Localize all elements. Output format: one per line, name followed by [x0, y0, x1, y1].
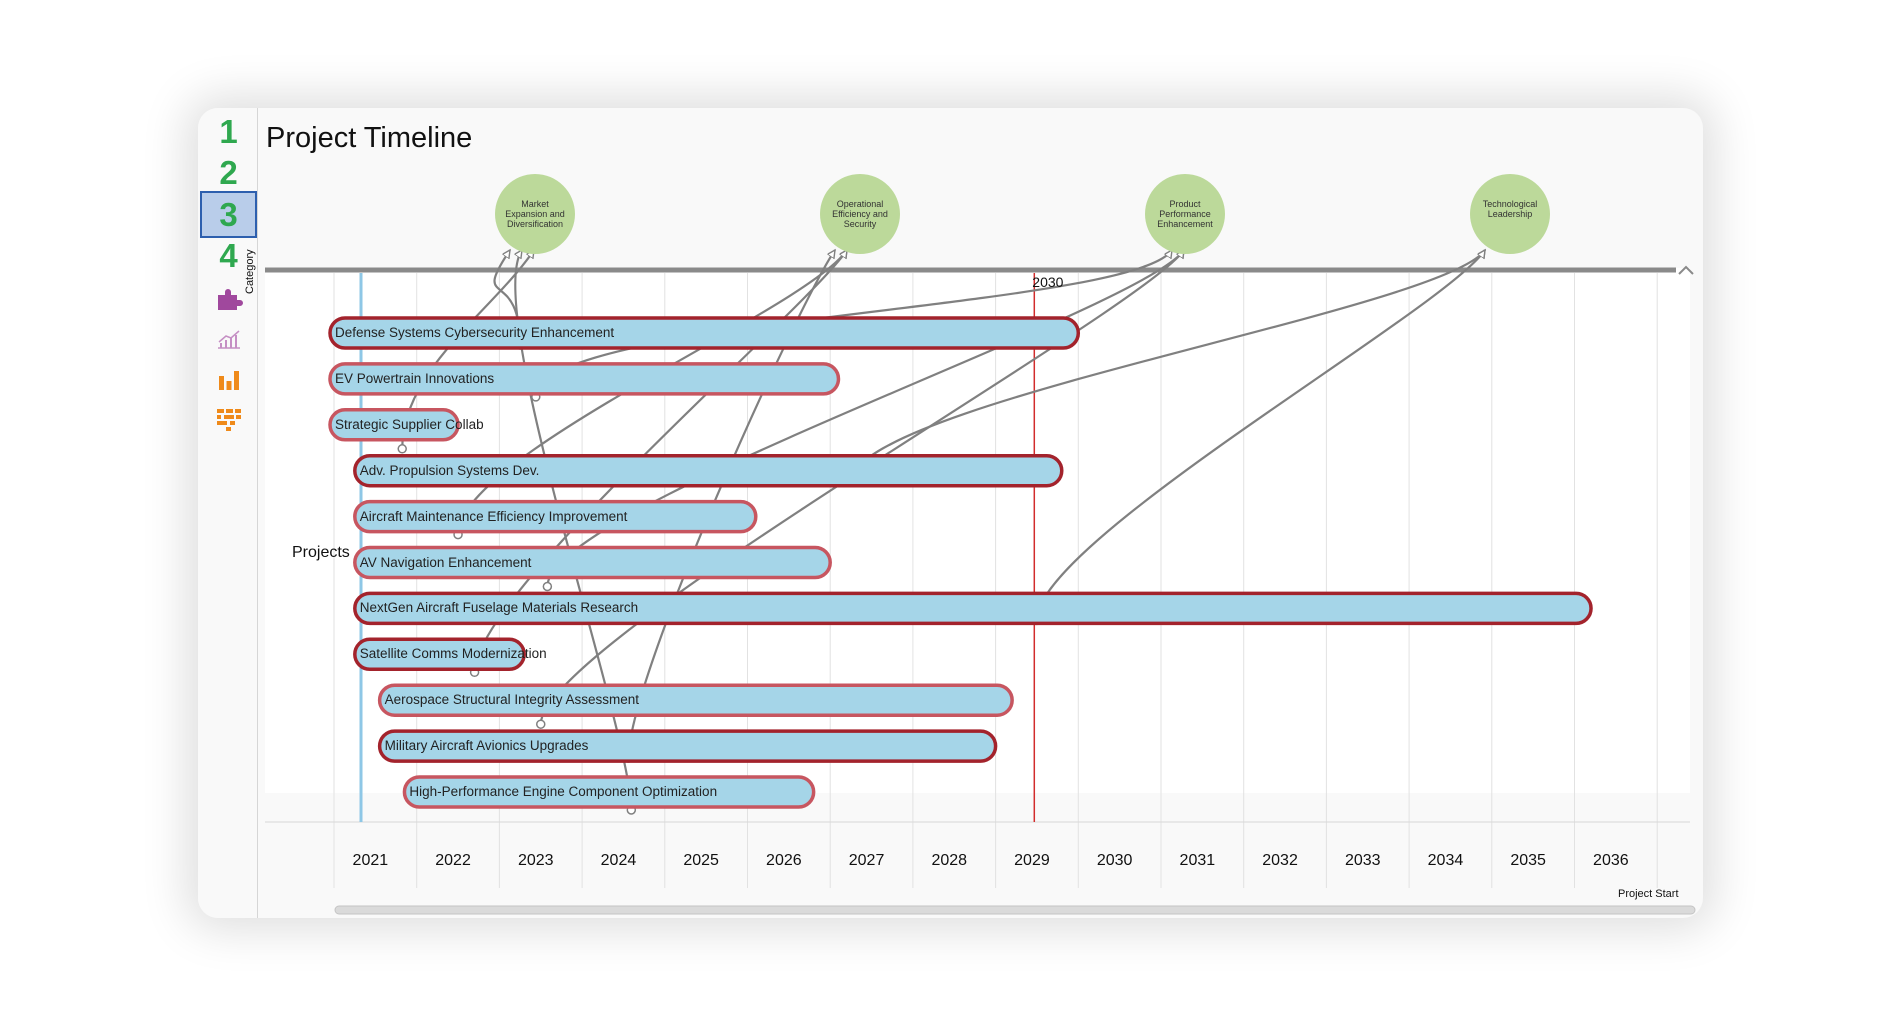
step-3-button[interactable]: 3 — [200, 191, 257, 238]
year-tick-label: 2030 — [1096, 852, 1133, 869]
project-bar[interactable] — [328, 362, 841, 396]
year-tick-label: 2024 — [600, 852, 637, 869]
project-bar-label: NextGen Aircraft Fuselage Materials Rese… — [359, 600, 639, 616]
project-bar-label: Satellite Comms Modernization — [359, 646, 547, 662]
category-node[interactable] — [820, 174, 900, 254]
project-bar[interactable] — [353, 499, 758, 534]
year-tick-label: 2021 — [352, 852, 389, 869]
year-tick-label: 2025 — [683, 852, 719, 869]
category-node-label: Product Performance Enhancement — [1157, 199, 1213, 229]
project-bar[interactable] — [353, 545, 832, 580]
category-node[interactable] — [1470, 174, 1550, 254]
connector-line — [849, 250, 1486, 483]
category-node[interactable] — [1145, 174, 1225, 254]
category-node-label: Operational Efficiency and Security — [832, 199, 888, 229]
project-bar-label: AV Navigation Enhancement — [359, 554, 532, 570]
step-3-label: 3 — [219, 195, 238, 233]
collapse-chevron-icon[interactable] — [1678, 265, 1694, 275]
category-node-label: Market Expansion and Diversification — [505, 199, 565, 229]
horizontal-scrollbar[interactable] — [334, 905, 1696, 915]
project-bar-label: EV Powertrain Innovations — [335, 370, 495, 386]
year-tick-label: 2023 — [517, 852, 554, 869]
project-bar-label: Military Aircraft Avionics Upgrades — [384, 738, 589, 754]
grid-chart-button[interactable] — [200, 396, 257, 444]
year-tick-label: 2036 — [1593, 852, 1629, 869]
project-bar-label: Adv. Propulsion Systems Dev. — [359, 462, 540, 478]
project-bar[interactable] — [377, 683, 1014, 717]
sidebar: 1 2 3 4 — [198, 108, 258, 918]
project-bar[interactable] — [353, 637, 526, 672]
year-tick-label: 2028 — [931, 852, 968, 869]
project-bar[interactable] — [377, 729, 998, 763]
step-4-label: 4 — [219, 237, 238, 274]
project-bar-label: Aircraft Maintenance Efficiency Improvem… — [359, 508, 628, 524]
step-1-button[interactable]: 1 — [200, 108, 257, 156]
project-bar-label: High-Performance Engine Component Optimi… — [409, 784, 718, 799]
step-2-label: 2 — [219, 154, 238, 191]
category-axis-label: Category — [244, 249, 256, 294]
project-bar[interactable] — [328, 408, 460, 442]
bar-chart-icon — [218, 371, 239, 390]
project-start-label: Project Start — [1618, 888, 1679, 900]
year-tick-label: 2022 — [435, 852, 471, 869]
year-tick-label: 2035 — [1510, 852, 1546, 869]
project-bar[interactable] — [328, 316, 1081, 350]
project-bar[interactable] — [353, 591, 1593, 626]
project-bar-label: Strategic Supplier Collab — [335, 416, 484, 432]
year-tick-label: 2026 — [766, 852, 802, 869]
year-tick-label: 2027 — [848, 852, 885, 869]
project-bar[interactable] — [353, 453, 1064, 488]
bar-chart-button[interactable] — [200, 356, 257, 404]
year-tick-label: 2033 — [1344, 852, 1381, 869]
projects-axis-label: Projects — [292, 544, 350, 561]
line-chart-icon — [217, 330, 240, 349]
puzzle-icon — [217, 289, 243, 310]
category-node-label: Technological Leadership — [1482, 199, 1538, 219]
year-tick-label: 2032 — [1262, 852, 1298, 869]
puzzle-button[interactable] — [200, 275, 257, 323]
year-tick-label: 2034 — [1427, 852, 1464, 869]
project-bar-label: Defense Systems Cybersecurity Enhancemen… — [335, 325, 615, 340]
category-node[interactable] — [495, 174, 575, 254]
grid-chart-icon — [216, 409, 241, 431]
year-tick-label: 2029 — [1014, 852, 1050, 869]
page-title: Project Timeline — [266, 122, 473, 154]
connector-handle[interactable] — [536, 719, 546, 729]
year-tick-label: 2031 — [1179, 852, 1216, 869]
timeline-chart — [265, 174, 1696, 915]
line-chart-button[interactable] — [200, 315, 257, 363]
year-marker-label: 2030 — [1032, 274, 1064, 290]
app-window: 1 2 3 4 — [198, 108, 1703, 918]
step-4-button[interactable]: 4 — [200, 232, 257, 280]
connector-handle[interactable] — [542, 581, 553, 592]
project-bar[interactable] — [402, 775, 816, 809]
step-2-button[interactable]: 2 — [200, 149, 257, 197]
connector-line — [1035, 250, 1486, 621]
project-bar-label: Aerospace Structural Integrity Assessmen… — [384, 692, 639, 708]
step-1-label: 1 — [219, 113, 238, 150]
connector-handle[interactable] — [397, 444, 407, 454]
